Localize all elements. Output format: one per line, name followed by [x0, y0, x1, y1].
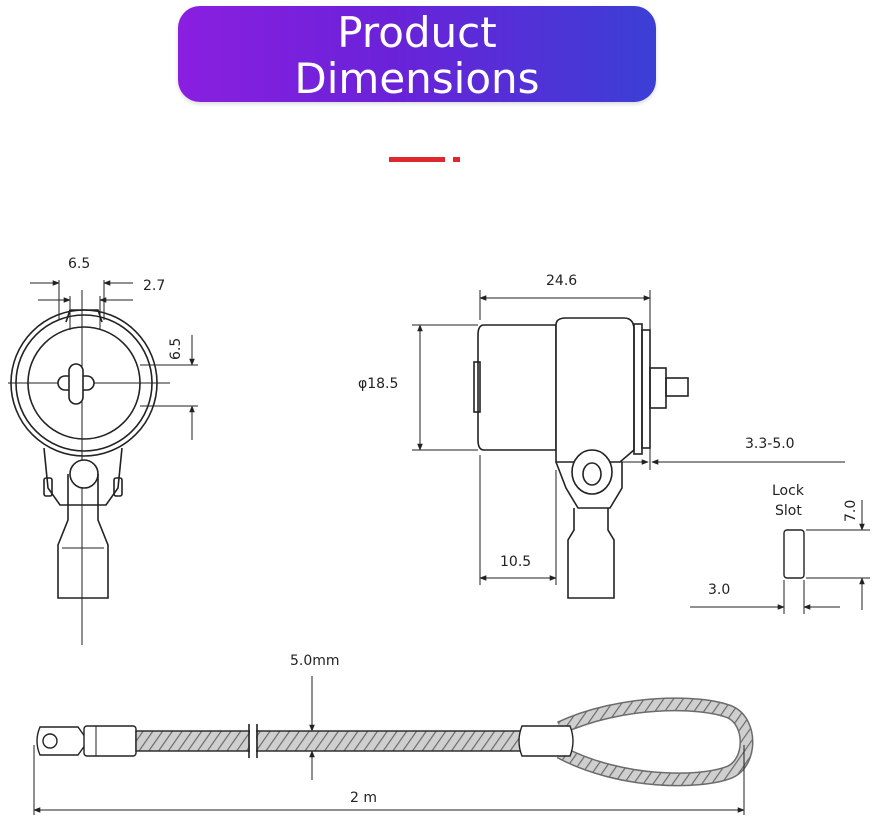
- accent-dot: [453, 157, 460, 162]
- lock-slot-title-2: Slot: [775, 503, 802, 519]
- front-width-label: 6.5: [68, 256, 90, 272]
- lock-slot: [783, 529, 805, 579]
- front-slot-label: 2.7: [143, 278, 165, 294]
- inner-ring: [27, 326, 141, 440]
- cable-length-label: 2 m: [350, 790, 377, 806]
- side-view: [473, 317, 689, 599]
- side-base-label: 10.5: [500, 554, 531, 570]
- lock-slot-dimensions: [690, 500, 870, 614]
- side-shaft-label: 3.3-5.0: [745, 436, 795, 452]
- side-diameter-label: φ18.5: [358, 376, 398, 392]
- front-view: [8, 290, 170, 645]
- cable-dimensions: [33, 676, 745, 815]
- lock-slot-title-1: Lock: [772, 483, 805, 499]
- cable-diameter-label: 5.0mm: [290, 653, 340, 669]
- lock-slot-height-label: 7.0: [843, 500, 859, 522]
- cable: [36, 697, 754, 787]
- title-banner: Product Dimensions: [178, 6, 656, 102]
- front-height-label: 6.5: [168, 338, 184, 360]
- side-length-label: 24.6: [546, 273, 577, 289]
- lock-slot-width-label: 3.0: [708, 582, 730, 598]
- accent-bar: [389, 157, 445, 162]
- page-title: Product Dimensions: [294, 8, 540, 103]
- front-view-dimensions: [30, 280, 198, 440]
- outer-ring-inner: [15, 314, 153, 452]
- side-view-dimensions: [412, 290, 845, 585]
